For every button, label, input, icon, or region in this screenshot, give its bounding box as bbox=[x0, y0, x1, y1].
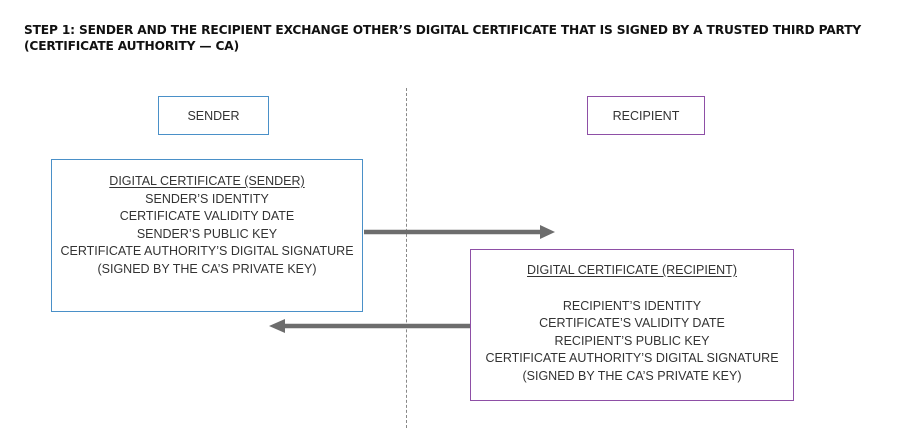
diagram-title: STEP 1: SENDER AND THE RECIPIENT EXCHANG… bbox=[24, 23, 862, 53]
sender-certificate-box: DIGITAL CERTIFICATE (SENDER) SENDER’S ID… bbox=[51, 159, 363, 312]
sender-certificate-line: CERTIFICATE AUTHORITY’S DIGITAL SIGNATUR… bbox=[60, 244, 354, 258]
recipient-certificate-line: CERTIFICATE’S VALIDITY DATE bbox=[539, 316, 725, 330]
sender-certificate-line: CERTIFICATE VALIDITY DATE bbox=[119, 209, 295, 223]
arrow-recipient-to-sender bbox=[269, 319, 470, 333]
recipient-box: RECIPIENT bbox=[587, 96, 705, 135]
sender-box: SENDER bbox=[158, 96, 269, 135]
sender-certificate-line: SENDER’S PUBLIC KEY bbox=[136, 226, 278, 241]
sender-certificate-title: DIGITAL CERTIFICATE (SENDER) bbox=[109, 174, 305, 188]
recipient-certificate-line: RECIPIENT’S IDENTITY bbox=[562, 298, 702, 313]
center-dashed-divider bbox=[406, 88, 407, 428]
recipient-certificate-line: (SIGNED BY THE CA’S PRIVATE KEY) bbox=[522, 368, 742, 383]
sender-certificate-line: (SIGNED BY THE CA’S PRIVATE KEY) bbox=[97, 261, 317, 276]
sender-certificate-line: SENDER’S IDENTITY bbox=[145, 191, 269, 206]
recipient-certificate-title: DIGITAL CERTIFICATE (RECIPIENT) bbox=[527, 263, 737, 277]
recipient-label: RECIPIENT bbox=[612, 108, 680, 123]
recipient-certificate-line: RECIPIENT’S PUBLIC KEY bbox=[554, 333, 710, 348]
sender-label: SENDER bbox=[187, 108, 240, 123]
arrow-sender-to-recipient bbox=[364, 225, 555, 239]
recipient-certificate-line: CERTIFICATE AUTHORITY’S DIGITAL SIGNATUR… bbox=[485, 351, 779, 365]
recipient-certificate-box: DIGITAL CERTIFICATE (RECIPIENT) RECIPIEN… bbox=[470, 249, 794, 401]
